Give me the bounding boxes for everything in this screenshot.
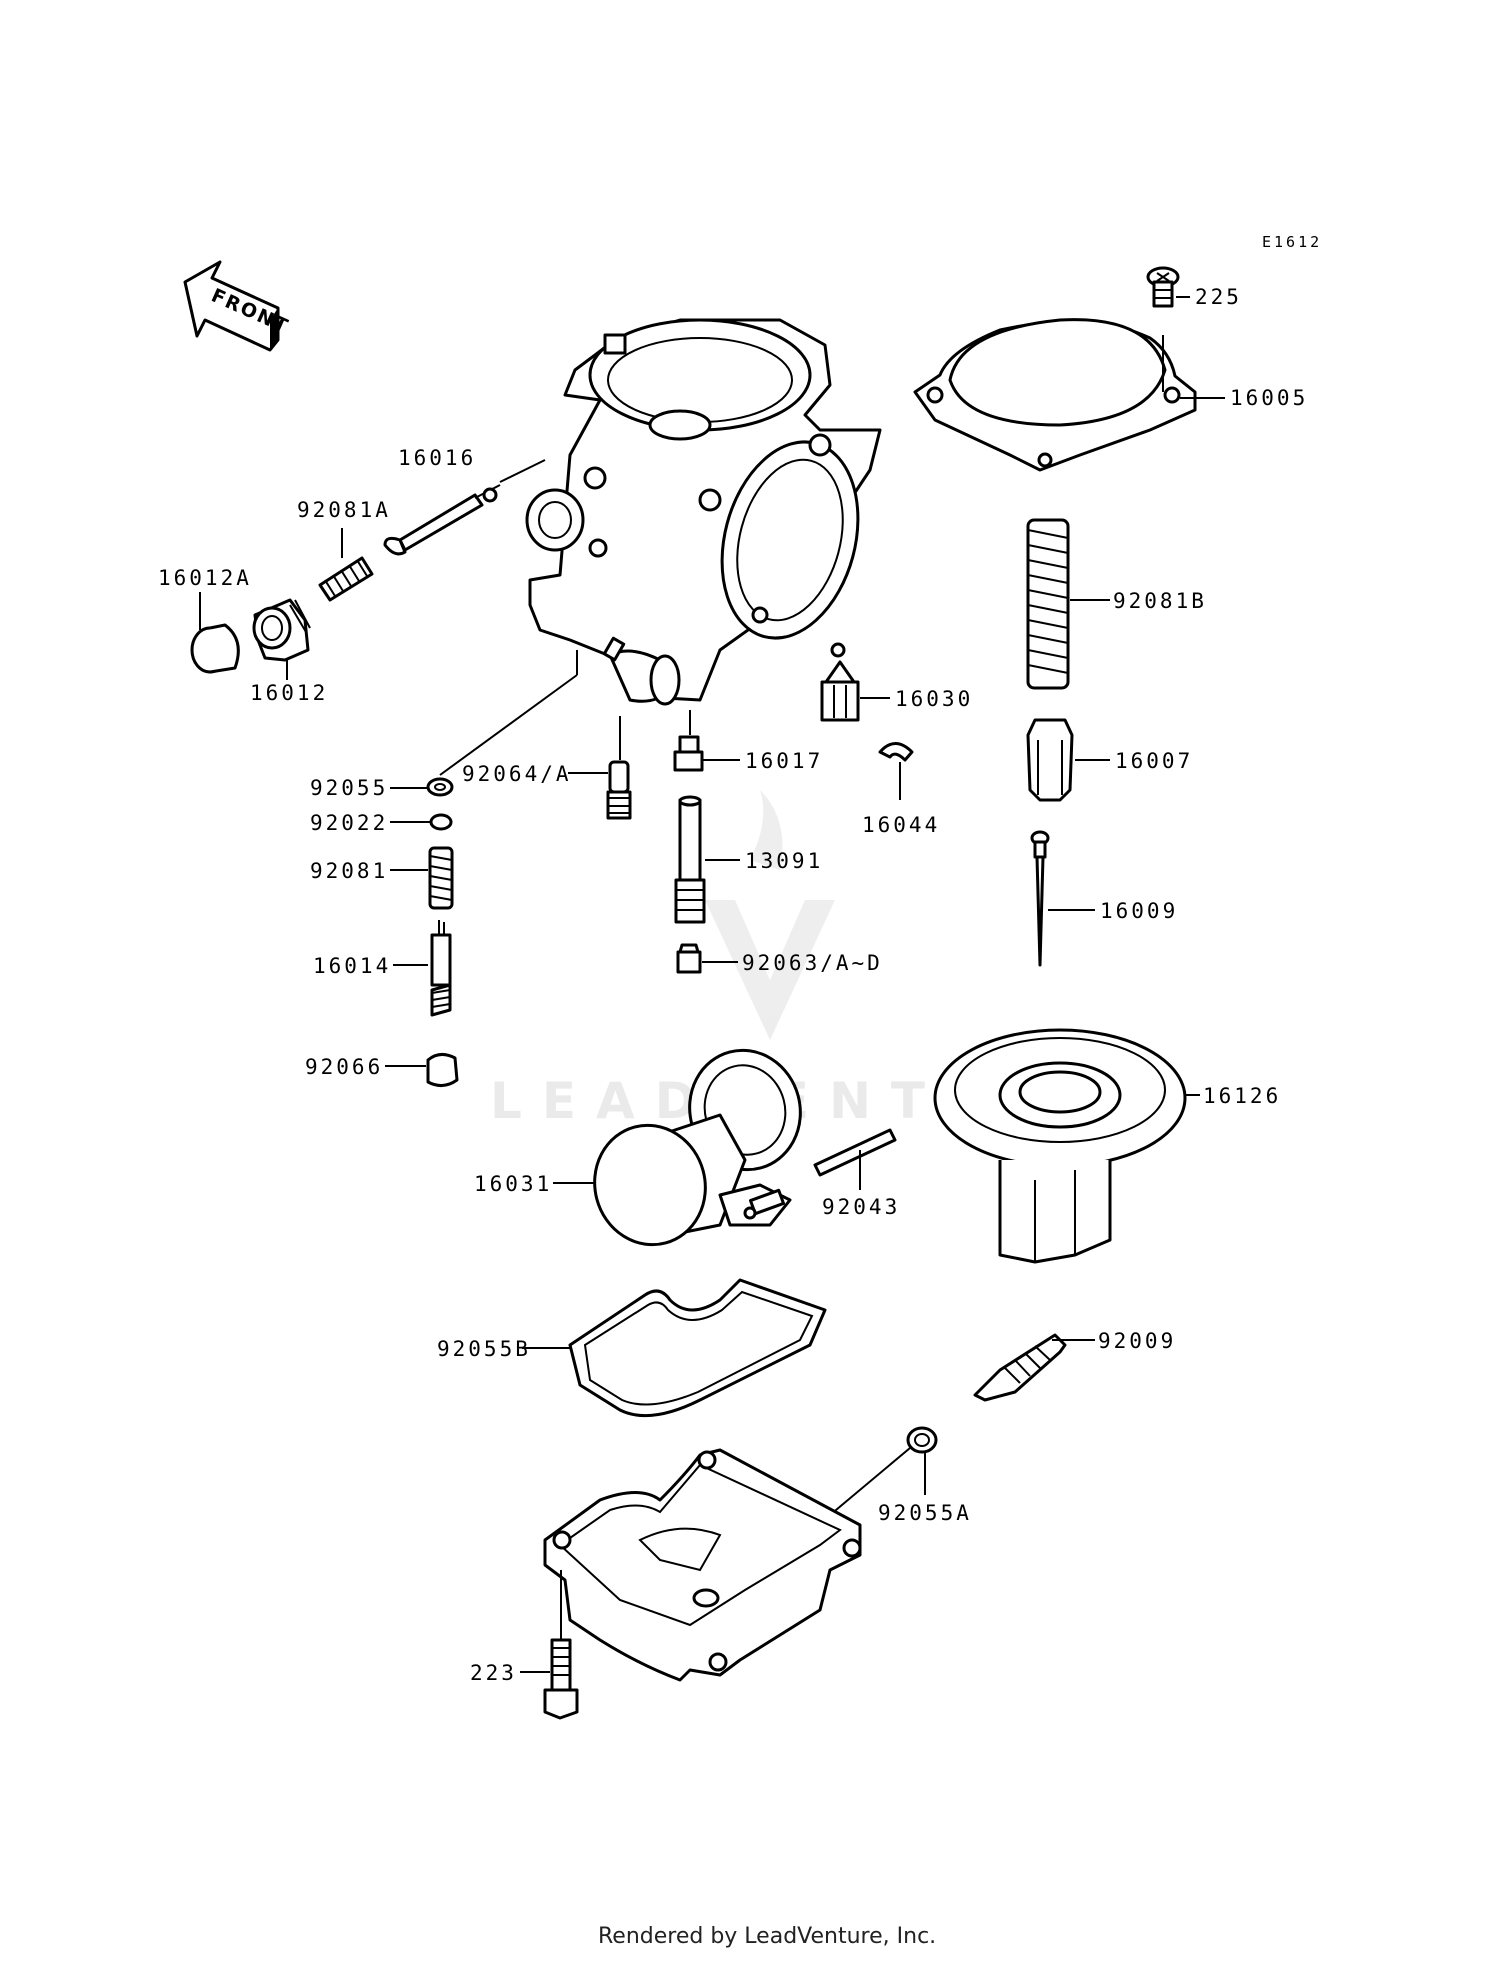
leader-92055A-bowl	[829, 1447, 911, 1516]
cap-16012A	[190, 623, 240, 674]
jet-needle-16009	[1030, 830, 1050, 967]
label-16005: 16005	[1230, 386, 1308, 410]
o-ring-92055A	[906, 1426, 938, 1454]
label-92063: 92063/A~D	[742, 951, 883, 975]
needle-jet-13091	[674, 795, 706, 924]
top-cover-16005	[913, 318, 1197, 472]
screw-16014	[430, 920, 452, 1017]
label-16044: 16044	[862, 813, 940, 837]
leader-16016-body	[499, 459, 546, 483]
label-223: 223	[470, 1661, 517, 1685]
clip-16044	[878, 742, 914, 762]
label-16012: 16012	[250, 681, 328, 705]
label-92081: 92081	[310, 859, 388, 883]
diagram-code: E1612	[1262, 233, 1322, 251]
label-16016: 16016	[398, 446, 476, 470]
gasket-92055B	[568, 1278, 827, 1418]
diaphragm-piston-16126	[933, 1028, 1187, 1264]
label-92055: 92055	[310, 776, 388, 800]
label-92064A: 92064/A	[462, 762, 572, 786]
pin-92043	[813, 1128, 897, 1177]
jet-16017	[673, 735, 704, 772]
label-225: 225	[1195, 285, 1242, 309]
leader-body-92055-b	[439, 674, 578, 776]
label-92081A: 92081A	[297, 498, 391, 522]
label-92055B: 92055B	[437, 1337, 531, 1361]
carburetor-body	[525, 318, 882, 706]
washer-92022	[429, 813, 453, 831]
label-16126: 16126	[1203, 1084, 1281, 1108]
spring-92081A	[318, 556, 374, 602]
label-16014: 16014	[313, 954, 391, 978]
label-92081B: 92081B	[1113, 589, 1207, 613]
label-92055A: 92055A	[878, 1501, 972, 1525]
label-16030: 16030	[895, 687, 973, 711]
plug-16012	[252, 598, 311, 662]
footer-credit: Rendered by LeadVenture, Inc.	[598, 1924, 936, 1949]
label-92009: 92009	[1098, 1329, 1176, 1353]
label-16009: 16009	[1100, 899, 1178, 923]
screw-92009	[973, 1333, 1067, 1402]
float-bowl	[543, 1448, 862, 1682]
pilot-screw-16016	[383, 484, 501, 556]
main-jet-92063	[676, 943, 702, 974]
spring-92081B	[1026, 518, 1070, 690]
label-16007: 16007	[1115, 749, 1193, 773]
label-16017: 16017	[745, 749, 823, 773]
label-16012A: 16012A	[158, 566, 252, 590]
front-arrow-icon: FRONT	[183, 260, 292, 352]
label-92022: 92022	[310, 811, 388, 835]
label-92043: 92043	[822, 1195, 900, 1219]
screw-225	[1146, 266, 1180, 308]
cap-92066	[426, 1053, 459, 1087]
screw-223	[543, 1638, 579, 1720]
spring-92081	[428, 846, 454, 910]
needle-holder-16007	[1026, 718, 1074, 802]
float-16031	[593, 1048, 802, 1247]
screw-92064A	[606, 760, 632, 820]
label-92066: 92066	[305, 1055, 383, 1079]
label-16031: 16031	[474, 1172, 552, 1196]
o-ring-92055	[426, 777, 454, 797]
label-13091: 13091	[745, 849, 823, 873]
float-valve-16030	[820, 660, 860, 722]
